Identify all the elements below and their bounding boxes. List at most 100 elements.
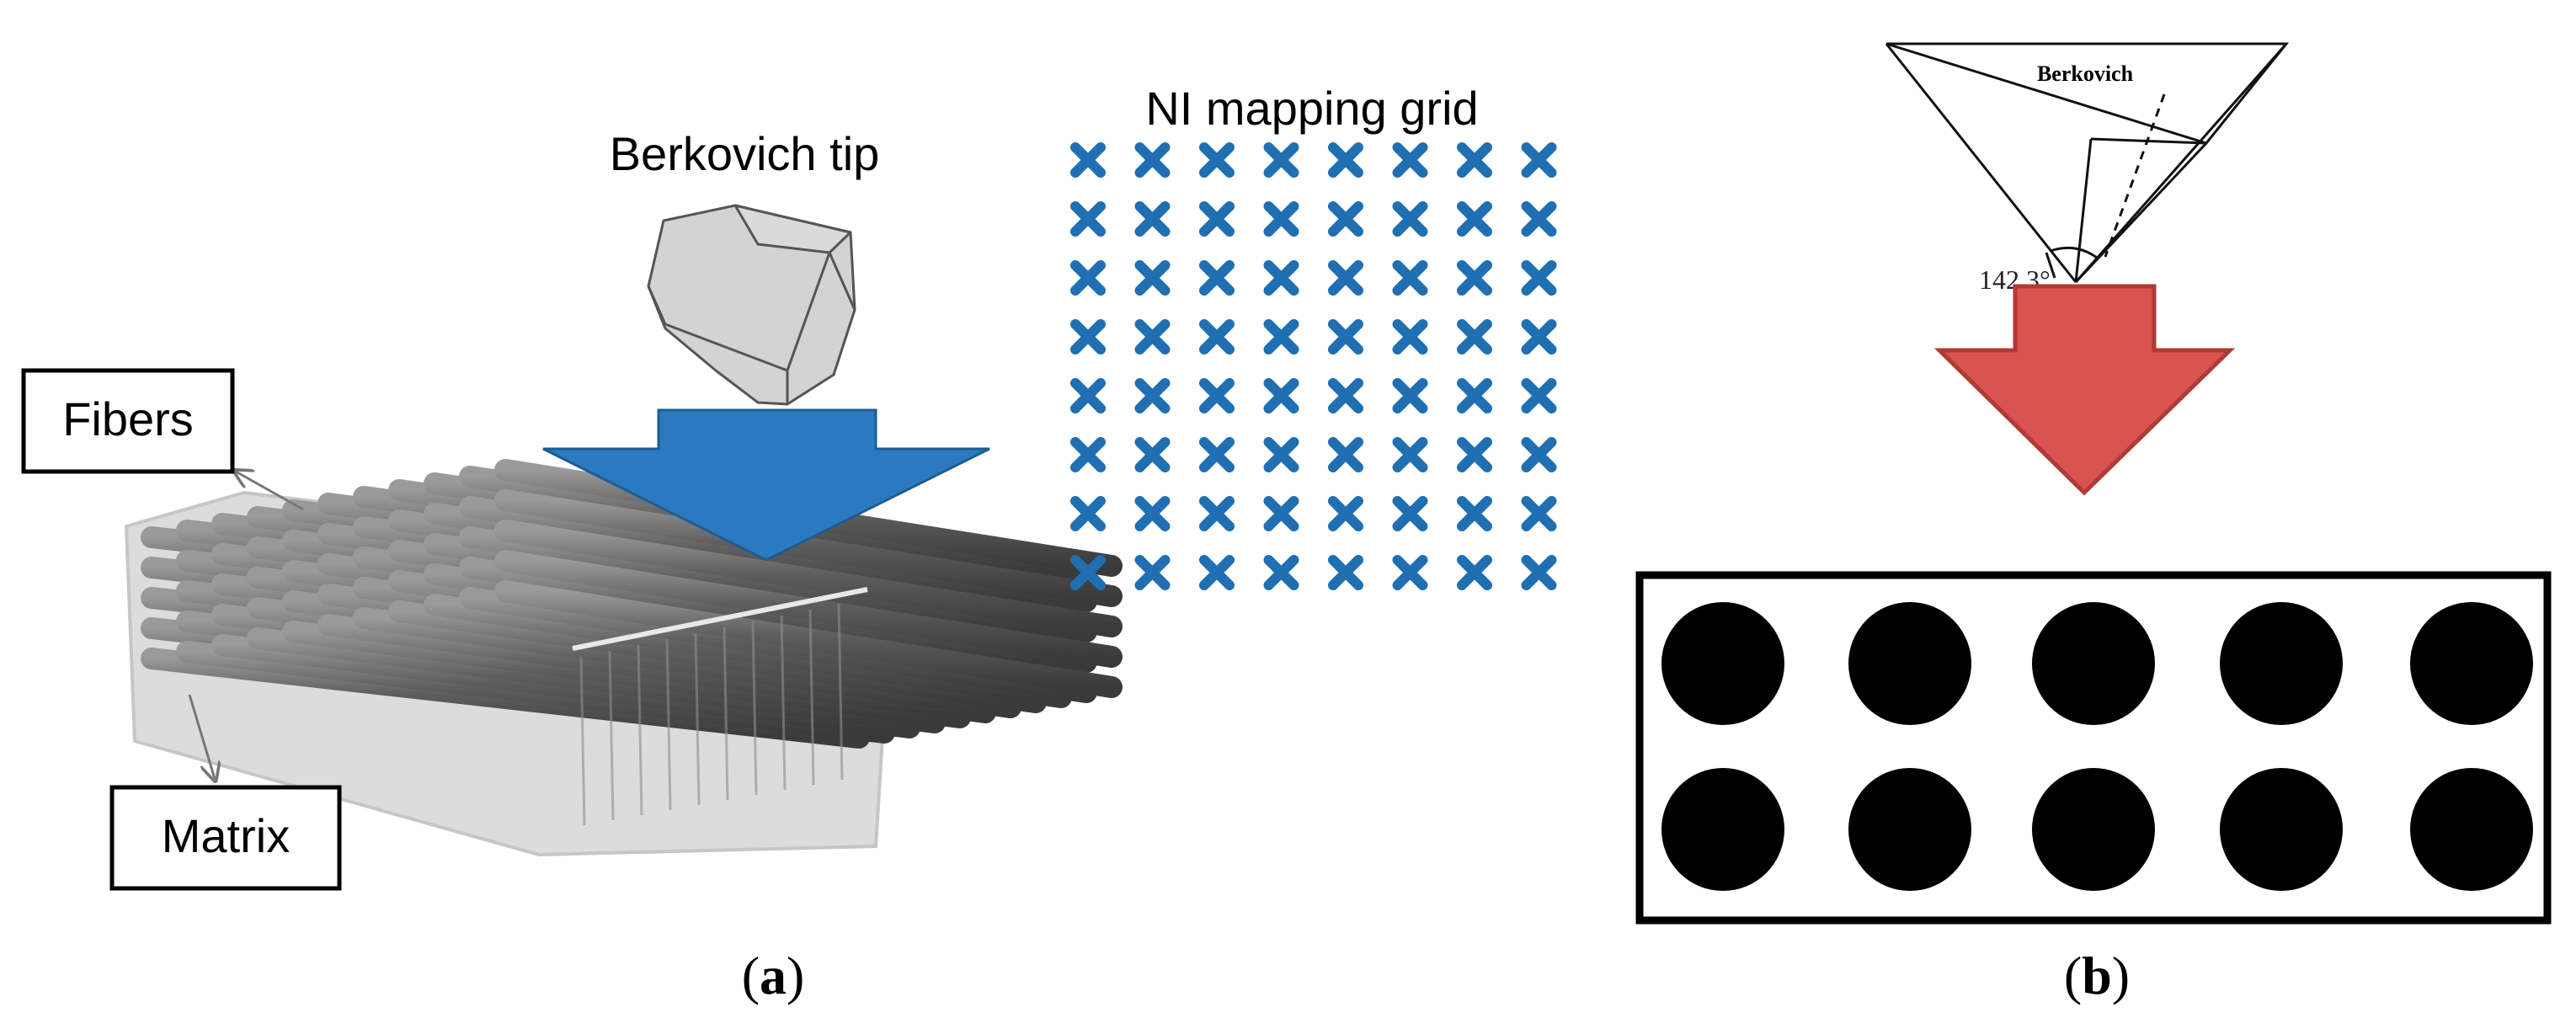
fiber-rod	[494, 489, 1123, 607]
fiber-rod	[494, 520, 1123, 637]
x-marker-icon	[1134, 437, 1171, 472]
x-marker-icon	[1070, 142, 1106, 178]
x-marker-icon	[1263, 437, 1299, 472]
fiber-cross-section	[1661, 768, 1784, 891]
blue-load-arrow	[542, 408, 990, 562]
x-marker-icon	[1521, 496, 1557, 531]
fiber-end-rib	[637, 644, 643, 816]
x-marker-icon	[1263, 319, 1299, 355]
x-marker-icon	[1392, 555, 1428, 590]
x-marker-icon	[1521, 201, 1557, 237]
x-marker-icon	[1263, 555, 1299, 590]
berkovich-tip-label: Berkovich tip	[610, 127, 880, 180]
fiber-end-rib	[837, 603, 844, 781]
berkovich-tip-icon	[647, 204, 856, 406]
ni-mapping-grid	[1070, 142, 1557, 590]
x-marker-icon	[1521, 378, 1557, 413]
ni-grid-title: NI mapping grid	[1145, 82, 1478, 135]
x-marker-icon	[1134, 260, 1171, 296]
x-marker-icon	[1328, 201, 1363, 237]
x-marker-icon	[1521, 555, 1557, 590]
fiber-cross-section	[1661, 602, 1784, 725]
x-marker-icon	[1457, 319, 1492, 355]
x-marker-icon	[1392, 378, 1428, 413]
x-marker-icon	[1521, 142, 1557, 178]
x-marker-icon	[1199, 319, 1235, 355]
x-marker-icon	[1199, 260, 1235, 296]
x-marker-icon	[1134, 142, 1171, 178]
x-marker-icon	[1199, 142, 1235, 178]
fiber-end-rib	[723, 626, 729, 801]
x-marker-icon	[1070, 496, 1106, 531]
x-marker-icon	[1392, 319, 1428, 355]
x-marker-icon	[1392, 496, 1428, 531]
panel-b-label: (b)	[2064, 946, 2130, 1005]
x-marker-icon	[1457, 437, 1492, 472]
fiber-cross-section	[2410, 602, 2533, 725]
x-marker-icon	[1263, 260, 1299, 296]
x-marker-icon	[1199, 555, 1235, 590]
panel-b-label-open: (	[2064, 946, 2082, 1005]
x-marker-icon	[1263, 201, 1299, 237]
panel-a-label-close: )	[787, 946, 804, 1005]
x-marker-icon	[1521, 319, 1557, 355]
x-marker-icon	[1457, 142, 1492, 178]
front-face-ribs	[579, 603, 844, 826]
fiber-cross-section	[1848, 602, 1971, 725]
x-marker-icon	[1070, 201, 1106, 237]
x-marker-icon	[1328, 378, 1363, 413]
x-marker-icon	[1392, 201, 1428, 237]
x-marker-icon	[1134, 319, 1171, 355]
x-marker-icon	[1392, 437, 1428, 472]
fibers-label-box	[21, 368, 235, 474]
x-marker-icon	[1328, 260, 1363, 296]
x-marker-icon	[1521, 260, 1557, 296]
fiber-cross-section	[2220, 602, 2343, 725]
x-marker-icon	[1328, 437, 1363, 472]
fiber-end-rib	[665, 638, 672, 811]
x-marker-icon	[1263, 142, 1299, 178]
panel-b: Berkovich 142.3° (b)	[1635, 42, 2552, 1005]
x-marker-icon	[1457, 378, 1492, 413]
x-marker-icon	[1328, 319, 1363, 355]
fibers-leader-line	[236, 472, 304, 511]
x-marker-icon	[1134, 496, 1171, 531]
x-marker-icon	[1070, 378, 1106, 413]
x-marker-icon	[1263, 378, 1299, 413]
matrix-label: Matrix	[162, 809, 290, 862]
fiber-end-rib	[694, 632, 701, 806]
x-marker-icon	[1134, 201, 1171, 237]
fiber-rod	[494, 580, 1123, 698]
panel-a-label-letter: a	[760, 946, 787, 1005]
fiber-cross-section	[2032, 768, 2155, 891]
panel-a-label: (a)	[742, 946, 805, 1005]
fiber-cross-section	[2032, 602, 2155, 725]
fiber-cross-section	[1848, 768, 1971, 891]
x-marker-icon	[1521, 437, 1557, 472]
x-marker-icon	[1199, 437, 1235, 472]
x-marker-icon	[1328, 496, 1363, 531]
x-marker-icon	[1134, 378, 1171, 413]
fiber-end-rib	[808, 609, 815, 786]
x-marker-icon	[1070, 555, 1106, 590]
x-marker-icon	[1263, 496, 1299, 531]
x-marker-icon	[1457, 201, 1492, 237]
x-marker-icon	[1457, 555, 1492, 590]
fiber-end-rib	[751, 621, 758, 796]
front-edge-highlight	[572, 587, 868, 651]
matrix-leader-line	[188, 694, 215, 779]
berkovich-pyramid-icon	[1885, 42, 2290, 284]
fiber-cross-section	[2220, 768, 2343, 891]
x-marker-icon	[1457, 260, 1492, 296]
fiber-end-rib	[608, 650, 615, 821]
x-marker-icon	[1328, 555, 1363, 590]
x-marker-icon	[1199, 496, 1235, 531]
x-marker-icon	[1070, 319, 1106, 355]
red-load-arrow	[1933, 284, 2236, 496]
x-marker-icon	[1070, 260, 1106, 296]
panel-a: Fibers Matrix Berkovich tip NI mapping g…	[21, 82, 1557, 1005]
panel-a-label-open: (	[742, 946, 760, 1005]
fiber-cross-section	[2410, 768, 2533, 891]
x-marker-icon	[1328, 142, 1363, 178]
